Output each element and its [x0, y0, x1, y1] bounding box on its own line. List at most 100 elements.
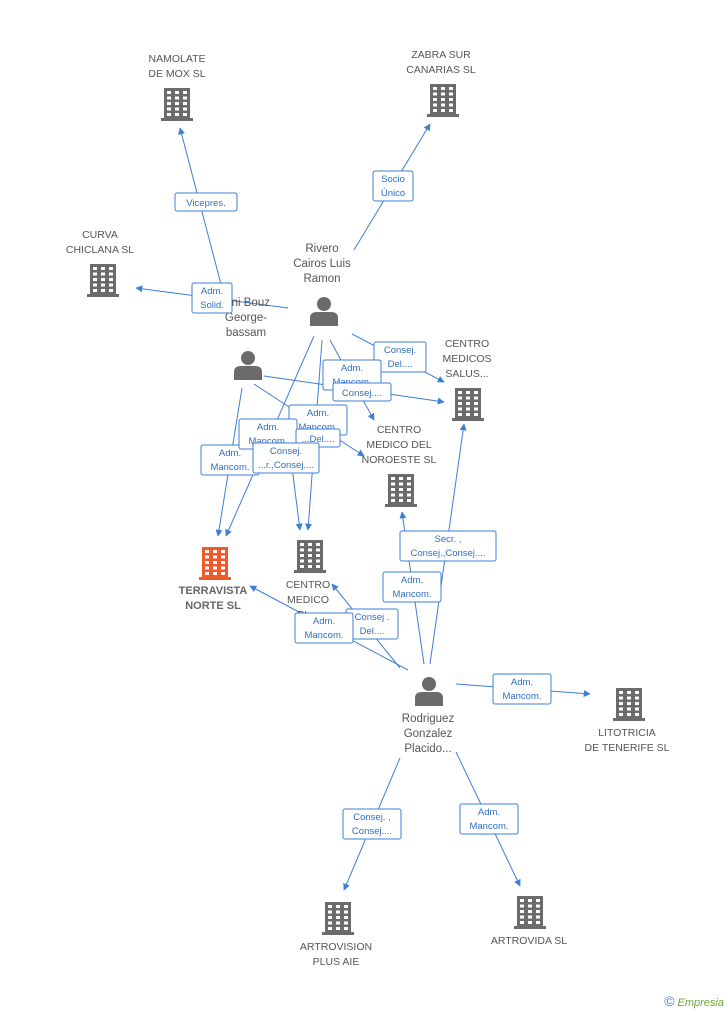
edge-label-rodriguez-terravista[interactable]: Adm. Mancom.: [294, 612, 354, 644]
edge-label-box: [373, 341, 427, 373]
person-label-line: George-: [225, 312, 267, 324]
building-icon: [514, 896, 546, 929]
edge-labels-layer: Vicepres.SocioÚnicoAdm.Solid.Consej.Del.…: [174, 170, 552, 840]
edge-label-box: [191, 282, 233, 314]
edge-label-bouz-namolate[interactable]: Vicepres.: [174, 192, 238, 212]
company-node-noroeste[interactable]: CENTRO MEDICO DEL NOROESTE SL: [362, 424, 437, 507]
company-label: NAMOLATE DE MOX SL: [148, 53, 205, 80]
person-label-line: Rivero: [305, 243, 338, 255]
edge-label-text: Vicepres.: [186, 198, 225, 209]
focus-building-icon: [199, 547, 231, 580]
edge-label-text: Mancom.: [392, 589, 431, 600]
edge-label-text: Mancom.: [248, 436, 287, 447]
edge-label-text: Consej....: [352, 826, 392, 837]
company-label-line: NAMOLATE: [149, 53, 206, 65]
edge-label-text: Solid.: [200, 300, 224, 311]
company-label-line: CURVA: [82, 229, 118, 241]
building-icon: [322, 902, 354, 935]
edge-label-text: Adm.: [511, 677, 533, 688]
copyright-symbol: ©: [664, 993, 675, 1009]
building-icon: [87, 264, 119, 297]
edge-label-rodriguez-artovision[interactable]: Consej. ,Consej....: [342, 808, 402, 840]
building-icon: [427, 84, 459, 117]
company-label-line: SALUS...: [445, 368, 488, 380]
edge-label-text: Consej.: [384, 345, 416, 356]
edge-label-rivero-salus[interactable]: Consej. Del....: [373, 341, 427, 373]
company-label-line: LITOTRICIA: [598, 727, 656, 739]
company-node-namolate[interactable]: NAMOLATE DE MOX SL: [148, 53, 206, 121]
edge-label-text: Del....: [388, 359, 413, 370]
edge-label-text: Adm.: [341, 363, 363, 374]
company-label-line: MEDICO DEL: [366, 439, 432, 451]
person-icon: [234, 351, 262, 380]
company-label: ARTROVIDA SL: [491, 935, 567, 947]
edges-layer: [135, 123, 591, 891]
person-label-line: ...ni Bouz: [222, 297, 270, 309]
company-node-curva[interactable]: CURVA CHICLANA SL: [66, 229, 134, 297]
edge-label-box: [382, 571, 442, 603]
edge-label-text: Consej.: [270, 446, 302, 457]
edge-label-box: [294, 612, 354, 644]
edge-label-box: [332, 382, 392, 402]
edge-label-rivero-curva[interactable]: Adm.Solid.: [191, 282, 233, 314]
company-label-line: TERRAVISTA: [179, 585, 248, 597]
edge-label-rodriguez-salus[interactable]: Secr. ,Consej.,Consej....: [399, 530, 497, 562]
edge-label-text: Adm.: [219, 448, 241, 459]
edge-label-box: [174, 192, 238, 212]
edge-label-text: Adm.: [257, 422, 279, 433]
company-node-artovision[interactable]: ARTROVISION PLUS AIE: [300, 902, 372, 968]
copyright-footer[interactable]: ©Empresia: [664, 993, 724, 1009]
edge-label-text: Consej....: [342, 388, 382, 399]
edge-label-text: Socio: [381, 174, 405, 185]
edge-label-text: Del....: [360, 626, 385, 637]
edge-label-text: Mancom.: [502, 691, 541, 702]
company-node-artovida[interactable]: ARTROVIDA SL: [491, 896, 567, 947]
company-node-salus[interactable]: CENTROMEDICOSSALUS...: [442, 338, 492, 421]
company-label-line: ARTROVIDA SL: [491, 935, 567, 947]
edge-label-bouz-terravista[interactable]: Adm. Mancom.: [238, 418, 298, 450]
edge-label-bouz-medico_pl[interactable]: Consej....r.,Consej....: [252, 442, 320, 474]
building-icon: [385, 474, 417, 507]
person-label-line: Rodriguez: [402, 713, 455, 725]
edge-label-text: Consej.,Consej....: [411, 548, 486, 559]
edge-label-rodriguez-artovida[interactable]: Adm. Mancom.: [459, 803, 519, 835]
edge-label-rivero-noroeste[interactable]: Consej....: [332, 382, 392, 402]
edge-label-text: Mancom.: [469, 821, 508, 832]
company-node-litotricia[interactable]: LITOTRICIA DE TENERIFE SL: [585, 688, 670, 754]
company-label-line: PLUS AIE: [313, 956, 360, 968]
edge-label-text: Adm.: [313, 616, 335, 627]
person-label: RodriguezGonzalezPlacido...: [402, 713, 455, 755]
person-label-line: bassam: [226, 327, 266, 339]
company-label-line: CHICLANA SL: [66, 244, 134, 256]
edge-label-text: Adm.: [478, 807, 500, 818]
company-label-line: NOROESTE SL: [362, 454, 437, 466]
building-icon: [613, 688, 645, 721]
company-label-line: CENTRO: [377, 424, 421, 436]
company-label-line: MEDICO: [287, 594, 329, 606]
company-label-line: CANARIAS SL: [406, 64, 476, 76]
company-label-line: DE MOX SL: [148, 68, 205, 80]
edge-label-rodriguez-medico_pl[interactable]: Consej . Del....: [345, 608, 399, 640]
company-label-line: DE TENERIFE SL: [585, 742, 670, 754]
edge-label-rodriguez-noroeste[interactable]: Adm.Mancom.: [382, 571, 442, 603]
company-label: CENTRO MEDICO DEL NOROESTE SL: [362, 424, 437, 466]
edge-label-text: Consej .: [355, 612, 390, 623]
person-icon: [310, 297, 338, 326]
edge-label-rodriguez-litotricia[interactable]: Adm. Mancom.: [492, 673, 552, 705]
person-node-rodriguez[interactable]: RodriguezGonzalezPlacido...: [402, 677, 455, 755]
company-label-line: ARTROVISION: [300, 941, 372, 953]
edge-label-box: [252, 442, 320, 474]
edge-label-text: Mancom.: [304, 630, 343, 641]
edge-label-text: Mancom.: [210, 462, 249, 473]
person-label-line: Placido...: [404, 743, 451, 755]
